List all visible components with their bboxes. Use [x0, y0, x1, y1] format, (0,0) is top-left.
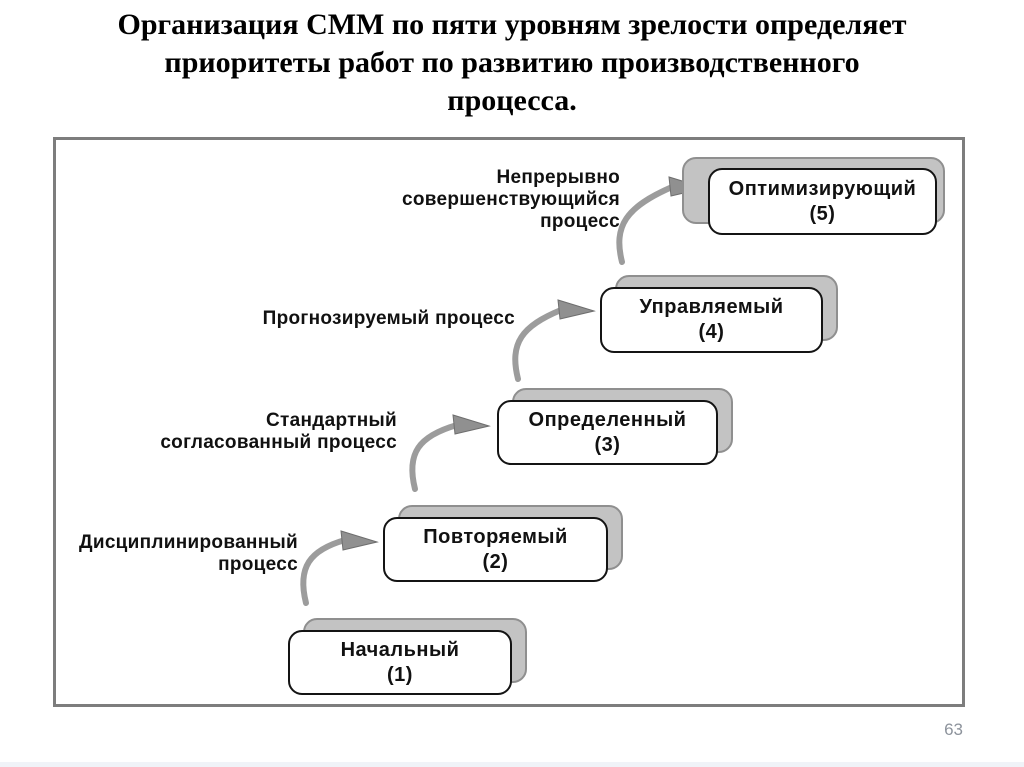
maturity-level-card-2: Повторяемый (2): [383, 505, 623, 582]
process-label-standard-consistent: Стандартный согласованный процесс: [160, 410, 397, 454]
level-number: (1): [387, 663, 413, 686]
slide-title-line: приоритеты работ по развитию производств…: [164, 46, 860, 79]
maturity-level-card-3: Определенный (3): [497, 388, 733, 465]
maturity-level-card-5: Оптимизирующий (5): [682, 157, 945, 235]
process-label-line: Дисциплинированный: [79, 532, 298, 553]
level-number: (5): [809, 202, 836, 225]
level-name: Оптимизирующий: [728, 177, 917, 200]
level-card-face: Оптимизирующий (5): [708, 168, 937, 235]
slide-title-line: Организация CMM по пяти уровням зрелости…: [117, 8, 907, 41]
level-name: Начальный: [340, 638, 460, 661]
maturity-level-card-1: Начальный (1): [288, 618, 527, 695]
level-name: Определенный: [528, 408, 687, 431]
level-number: (4): [698, 321, 725, 343]
page-number: 63: [944, 720, 963, 739]
process-label-disciplined: Дисциплинированный процесс: [79, 532, 298, 576]
process-label-predictable: Прогнозируемый процесс: [263, 308, 515, 330]
process-label-line: совершенствующийся: [402, 189, 620, 210]
level-card-face: Управляемый (4): [600, 287, 823, 353]
level-number: (3): [594, 433, 621, 456]
maturity-level-card-4: Управляемый (4): [600, 275, 838, 353]
process-label-line: согласованный процесс: [160, 432, 397, 453]
process-label-line: Прогнозируемый процесс: [262, 308, 515, 329]
slide-title: Организация CMM по пяти уровням зрелости…: [0, 6, 1024, 120]
level-card-face: Определенный (3): [497, 400, 718, 465]
level-name: Повторяемый: [423, 525, 568, 548]
process-label-continuously-improving: Непрерывно совершенствующийся процесс: [402, 167, 620, 233]
level-card-face: Начальный (1): [288, 630, 512, 695]
level-card-face: Повторяемый (2): [383, 517, 608, 582]
process-label-line: Непрерывно: [496, 167, 620, 188]
level-number: (2): [482, 550, 509, 573]
slide-title-line: процесса.: [447, 84, 577, 117]
process-label-line: Стандартный: [265, 410, 397, 431]
level-name: Управляемый: [639, 296, 784, 318]
footer-accent-bar: [0, 762, 1024, 767]
process-label-line: процесс: [218, 554, 298, 575]
process-label-line: процесс: [540, 211, 620, 232]
